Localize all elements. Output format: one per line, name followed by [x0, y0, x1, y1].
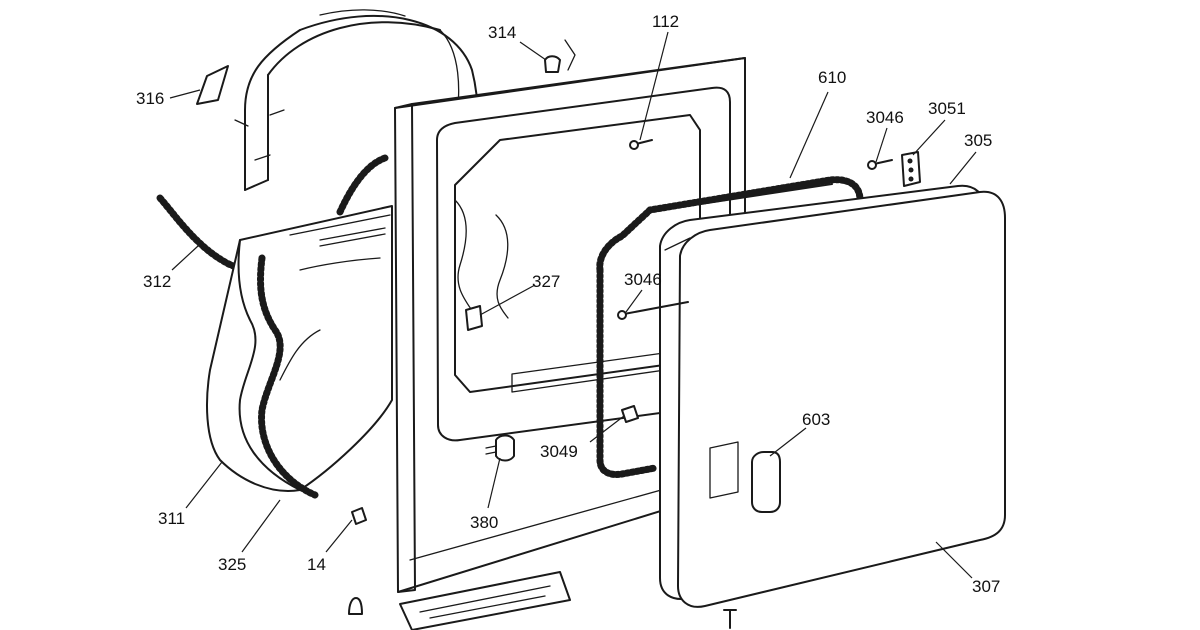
- part-label: 3049: [540, 442, 578, 461]
- small-parts-drawing: [348, 39, 893, 629]
- part-label: 325: [218, 555, 246, 574]
- door-drawing: [659, 184, 1006, 608]
- lower-bulkhead-drawing: [206, 205, 393, 499]
- part-label: 314: [488, 23, 516, 42]
- part-label: 3046: [624, 270, 662, 289]
- part-label: 3051: [928, 99, 966, 118]
- part-label: 112: [652, 12, 679, 31]
- part-label: 305: [964, 131, 992, 150]
- part-label: 311: [158, 509, 185, 528]
- part-label: 316: [136, 89, 164, 108]
- part-label: 3046: [866, 108, 904, 127]
- part-label: 603: [802, 410, 830, 429]
- part-label: 610: [818, 68, 846, 87]
- part-label: 307: [972, 577, 1000, 596]
- part-label: 14: [307, 555, 326, 574]
- hinge-drawing: [901, 151, 921, 187]
- part-label: 312: [143, 272, 171, 291]
- door-gasket-drawing: [596, 176, 864, 478]
- lint-filter-drawing: [399, 571, 571, 630]
- felt-seal-drawing: [196, 65, 229, 105]
- part-label: 327: [532, 272, 560, 291]
- part-labels: 314 112 610 316 3046 3051 305 312 327 30…: [136, 12, 1000, 596]
- leader-lines: [169, 31, 977, 579]
- part-label: 380: [470, 513, 498, 532]
